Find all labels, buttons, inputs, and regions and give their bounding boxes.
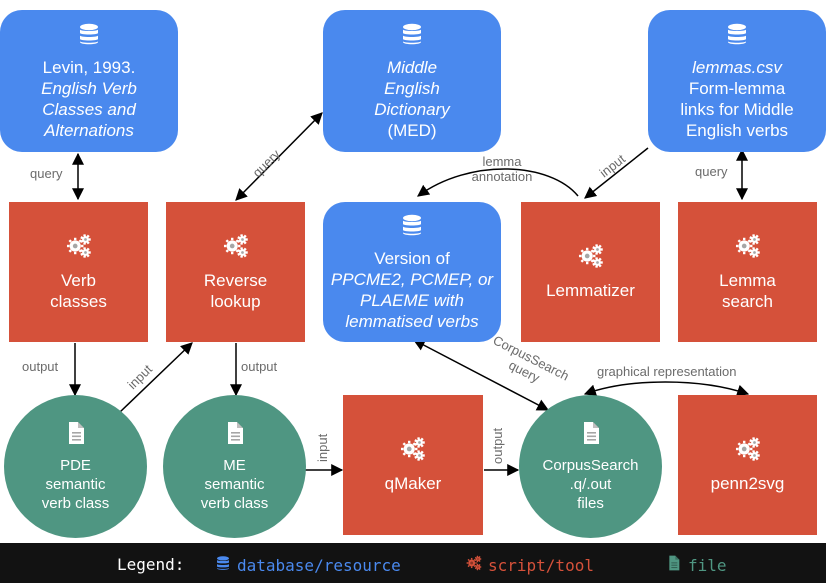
node-line: Version of xyxy=(374,248,450,268)
edge-pde-reverse xyxy=(119,342,193,413)
node-line: .q/.out xyxy=(569,475,612,493)
legend-file-label: file xyxy=(688,555,727,575)
legend-title: Legend: xyxy=(117,555,185,574)
edge-label-input-pde: input xyxy=(125,361,156,392)
node-line: links for Middle xyxy=(680,99,794,119)
file-icon xyxy=(666,555,682,575)
legend-database-label: database/resource xyxy=(237,555,401,575)
edge-ppcme-corpussearch xyxy=(412,339,550,411)
edge-label-graphical-representation: graphical representation xyxy=(597,364,736,379)
gears-icon xyxy=(735,233,761,264)
node-line: penn2svg xyxy=(710,474,785,493)
node-line: classes xyxy=(50,291,107,311)
database-icon xyxy=(400,213,424,242)
node-line: PPCME2, PCMEP, or xyxy=(330,269,494,289)
gears-icon xyxy=(578,243,604,274)
node-line: (MED) xyxy=(387,120,437,140)
gears-icon xyxy=(223,233,249,264)
file-icon xyxy=(579,421,603,450)
node-line: verb class xyxy=(200,494,269,512)
node-line: English Verb xyxy=(41,78,137,98)
edge-reverse-med xyxy=(235,112,323,201)
file-icon xyxy=(223,421,247,450)
edge-lemmatizer-ppcme xyxy=(417,168,579,197)
node-lemmatizer: Lemmatizer xyxy=(521,202,660,342)
edge-label-output-reverse: output xyxy=(241,359,278,374)
node-line: Lemma xyxy=(719,270,776,290)
node-line: Verb xyxy=(61,270,96,290)
node-line: search xyxy=(721,291,774,311)
node-penn2svg: penn2svg xyxy=(678,395,817,535)
gears-icon xyxy=(66,233,92,264)
node-line: lemmas.csv xyxy=(692,57,782,77)
database-icon xyxy=(77,22,101,51)
edge-lemmas-lemmatizer xyxy=(584,147,649,199)
node-line: semantic xyxy=(45,475,106,493)
edge-label-query-levin: query xyxy=(30,166,63,181)
node-line: CorpusSearch xyxy=(542,456,639,474)
node-line: ME xyxy=(223,456,246,474)
node-line: Dictionary xyxy=(374,99,450,119)
node-line: Middle xyxy=(386,57,438,77)
edge-label-query-med: query xyxy=(250,146,284,180)
node-line: Classes and xyxy=(42,99,136,119)
node-line: PLAEME with xyxy=(360,290,464,310)
node-line: Levin, 1993. xyxy=(42,57,136,77)
gears-icon xyxy=(400,436,426,467)
edge-label-output-verb: output xyxy=(22,359,59,374)
legend-script: script/tool xyxy=(466,555,594,575)
database-icon xyxy=(725,22,749,51)
file-icon xyxy=(64,421,88,450)
node-line: PDE xyxy=(60,456,91,474)
edge-label-corpussearch-query: CorpusSearchquery xyxy=(484,332,572,396)
edge-label-query-lemma-search: query xyxy=(695,164,728,179)
node-line: qMaker xyxy=(384,474,442,493)
node-line: files xyxy=(577,494,604,512)
node-line: Form-lemma xyxy=(688,78,786,98)
database-icon xyxy=(215,555,231,575)
database-icon xyxy=(400,22,424,51)
node-line: semantic xyxy=(204,475,265,493)
node-line: Alternations xyxy=(44,120,134,140)
node-line: verb class xyxy=(41,494,110,512)
legend-file: file xyxy=(666,555,727,575)
legend: Legend: database/resource script/tool fi… xyxy=(0,543,826,583)
node-line: lemmatised verbs xyxy=(345,311,479,331)
legend-script-label: script/tool xyxy=(488,555,594,575)
edge-label-output-qmaker: output xyxy=(490,427,505,464)
node-line: lookup xyxy=(210,291,261,311)
gears-icon xyxy=(735,436,761,467)
node-line: English xyxy=(384,78,440,98)
node-line: English verbs xyxy=(685,120,789,140)
edge-label-input-qmaker: input xyxy=(315,433,330,462)
gears-icon xyxy=(466,555,482,575)
node-qmaker: qMaker xyxy=(343,395,483,535)
node-line: Lemmatizer xyxy=(546,281,635,300)
legend-database: database/resource xyxy=(215,555,401,575)
node-line: Reverse xyxy=(203,270,268,290)
edge-corpussearch-penn2svg xyxy=(583,381,750,397)
